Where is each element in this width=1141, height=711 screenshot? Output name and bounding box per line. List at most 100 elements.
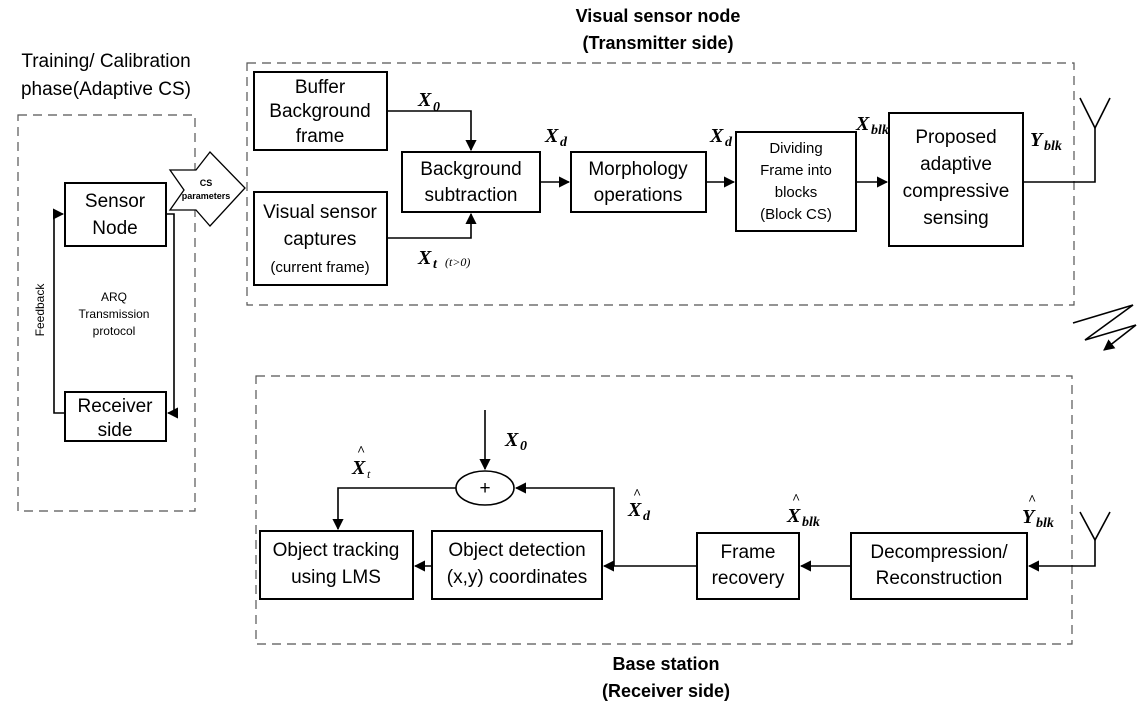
xd-hat-main: X xyxy=(627,499,642,521)
detect-label-1: Object detection xyxy=(448,540,585,561)
training-subtitle: phase(Adaptive CS) xyxy=(21,79,191,100)
xt-to-bgsub-arrow xyxy=(387,212,477,239)
xd1-main: X xyxy=(544,125,559,147)
capture-label-2: captures xyxy=(284,229,357,250)
cs-params-label-1: CS xyxy=(200,178,213,188)
xd2-sub: d xyxy=(725,135,733,150)
xblk-hat-sub: blk xyxy=(802,515,820,530)
acs-to-antenna-line xyxy=(1023,128,1096,183)
x0-symbol-bottom: X 0 xyxy=(504,429,527,454)
xt-main: X xyxy=(417,247,432,269)
receiver-title: Base station xyxy=(612,654,719,674)
feedback-label: Feedback xyxy=(33,283,47,337)
yblk-symbol: Y blk xyxy=(1030,129,1062,154)
xd-symbol-1: X d xyxy=(544,125,568,150)
receiver-side-box: Receiver side xyxy=(64,391,167,442)
training-title: Training/ Calibration xyxy=(21,51,190,72)
adder-to-tracking-arrow xyxy=(332,487,456,531)
xblk-main: X xyxy=(855,113,870,135)
cs-params-label-2: parameters xyxy=(182,191,231,201)
xt-symbol: X t (t>0) xyxy=(417,247,470,272)
acs-label-4: sensing xyxy=(923,208,989,229)
xd-hat-caret: ^ xyxy=(633,487,641,502)
yblk-hat-main: Y xyxy=(1022,506,1036,528)
xblk-hat-symbol: ^ X blk xyxy=(786,492,820,530)
xd-hat-sub: d xyxy=(643,509,651,524)
yblk-sub: blk xyxy=(1044,139,1062,154)
transmitter-subtitle: (Transmitter side) xyxy=(582,33,733,53)
xd-hat-symbol: ^ X d xyxy=(627,487,651,524)
track-label-1: Object tracking xyxy=(273,540,400,561)
x0-sub: 0 xyxy=(433,100,440,115)
yblk-hat-caret: ^ xyxy=(1028,493,1036,508)
decomp-label-2: Reconstruction xyxy=(876,568,1003,589)
adder-node: + xyxy=(455,470,515,506)
x0-main: X xyxy=(417,89,432,111)
sensor-node-label-1: Sensor xyxy=(85,191,146,212)
sensor-node-label-2: Node xyxy=(92,218,137,239)
background-subtraction-box: Background subtraction xyxy=(401,151,541,213)
yblk-hat-sub: blk xyxy=(1036,516,1054,531)
acs-label-2: adaptive xyxy=(920,154,992,175)
receiver-side-label-1: Receiver xyxy=(78,396,154,417)
xt-hat-symbol: ^ X t xyxy=(351,444,371,481)
arq-forward-arrow xyxy=(166,213,179,419)
rx-antenna-icon xyxy=(1079,511,1111,542)
xd1-sub: d xyxy=(560,135,568,150)
xt-hat-caret: ^ xyxy=(357,444,365,459)
bgsub-label-2: subtraction xyxy=(425,185,518,206)
xblk-hat-main: X xyxy=(786,505,801,527)
xblk-symbol: X blk xyxy=(855,113,889,138)
xd-symbol-2: X d xyxy=(709,125,733,150)
recovery-label-2: recovery xyxy=(712,568,785,589)
capture-label-3: (current frame) xyxy=(270,259,369,276)
capture-label-1: Visual sensor xyxy=(263,202,377,223)
antenna-to-decomp-arrow xyxy=(1027,540,1096,572)
acs-label-3: compressive xyxy=(903,181,1010,202)
x0b-sub: 0 xyxy=(520,439,527,454)
arq-label-1: ARQ xyxy=(101,290,127,304)
xd-feedback-to-adder-arrow xyxy=(514,482,615,566)
sensor-node-box: Sensor Node xyxy=(64,182,167,247)
yblk-hat-symbol: ^ Y blk xyxy=(1022,493,1054,531)
visual-capture-box: Visual sensor captures (current frame) xyxy=(253,191,388,286)
x0-symbol-top: X 0 xyxy=(417,89,440,115)
transmitter-title: Visual sensor node xyxy=(576,6,741,26)
cs-parameters-arrow: CS parameters xyxy=(168,151,246,227)
divide-label-2: Frame into xyxy=(760,162,832,179)
buffer-label-3: frame xyxy=(296,126,345,147)
transmitter-region xyxy=(246,62,1075,306)
detect-label-2: (x,y) coordinates xyxy=(447,567,587,588)
yblk-main: Y xyxy=(1030,129,1044,151)
recovery-label-1: Frame xyxy=(721,542,776,563)
buffer-background-box: Buffer Background frame xyxy=(253,71,388,151)
buffer-label-1: Buffer xyxy=(295,77,346,98)
receiver-region xyxy=(255,375,1073,645)
xt-sub: t xyxy=(433,257,438,272)
divide-label-1: Dividing xyxy=(769,140,822,157)
morph-label-2: operations xyxy=(594,185,683,206)
acs-label-1: Proposed xyxy=(915,127,996,148)
morph-label-1: Morphology xyxy=(588,159,688,180)
feedback-arrow xyxy=(52,208,65,414)
object-tracking-box: Object tracking using LMS xyxy=(259,530,414,600)
morphology-box: Morphology operations xyxy=(570,151,707,213)
x0b-main: X xyxy=(504,429,519,451)
frame-recovery-box: Frame recovery xyxy=(696,532,800,600)
decompression-box: Decompression/ Reconstruction xyxy=(850,532,1028,600)
xt-hat-sub: t xyxy=(367,467,371,481)
object-detection-box: Object detection (x,y) coordinates xyxy=(431,530,603,600)
divide-label-3: blocks xyxy=(775,184,818,201)
bgsub-label-1: Background xyxy=(420,159,521,180)
x0-to-bgsub-arrow xyxy=(387,110,477,152)
adaptive-cs-box: Proposed adaptive compressive sensing xyxy=(888,112,1024,247)
decomp-label-1: Decompression/ xyxy=(870,542,1008,563)
xt-cond: (t>0) xyxy=(445,255,470,269)
tx-antenna-icon xyxy=(1079,97,1111,130)
dividing-blocks-box: Dividing Frame into blocks (Block CS) xyxy=(735,131,857,232)
xt-hat-main: X xyxy=(351,457,366,479)
wireless-link-icon xyxy=(1072,304,1137,341)
adder-label: + xyxy=(479,478,490,499)
receiver-subtitle: (Receiver side) xyxy=(602,681,730,701)
